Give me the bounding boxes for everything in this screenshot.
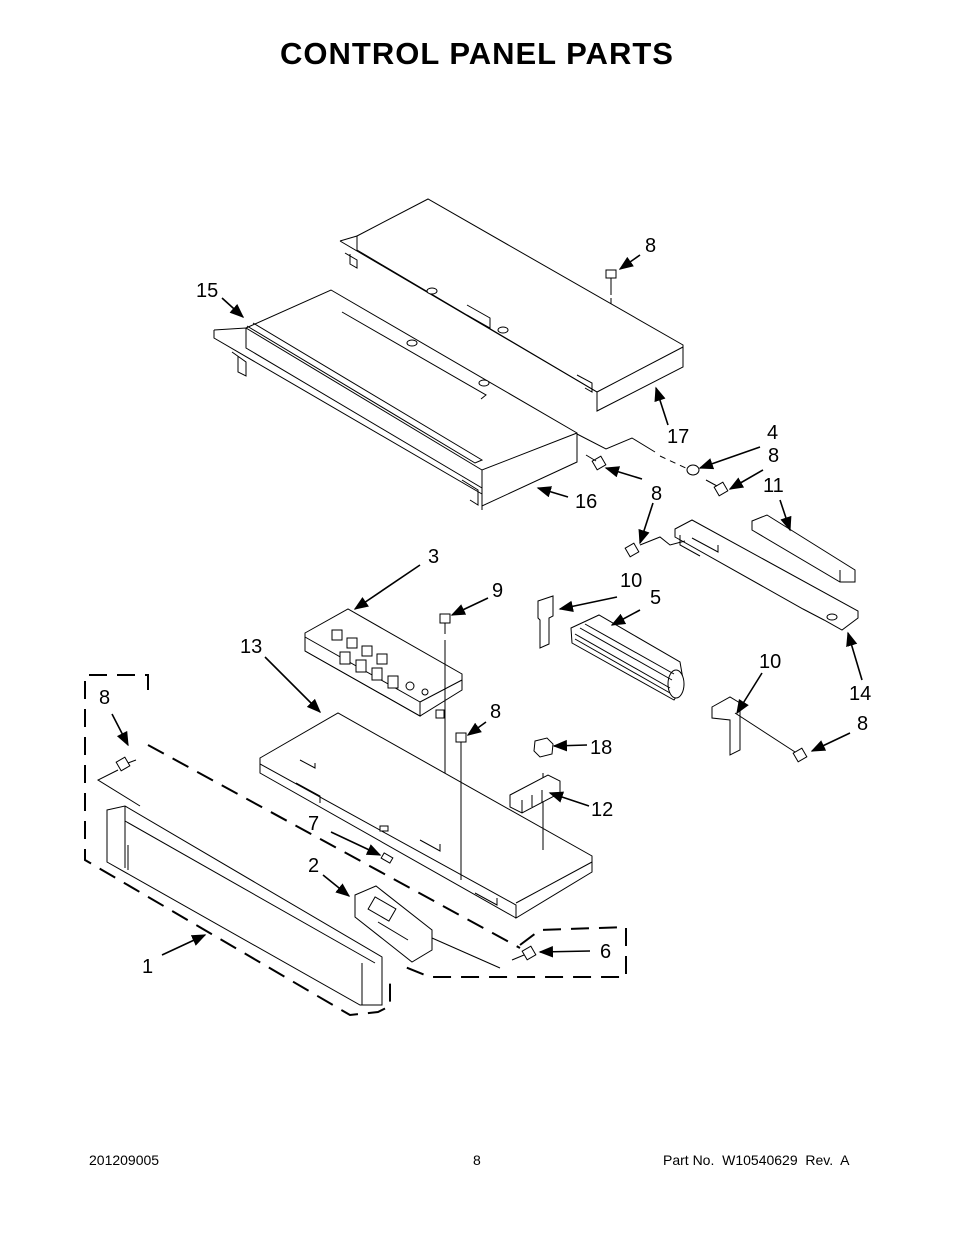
part-14-bracket xyxy=(674,519,859,631)
screw-8-lower-right xyxy=(734,712,808,763)
group-outline-right xyxy=(399,925,627,978)
callout-6: 6 xyxy=(600,941,611,963)
callout-14: 14 xyxy=(849,683,871,705)
callout-8-c: 8 xyxy=(651,483,662,505)
callout-10-b: 10 xyxy=(759,651,781,673)
part-17-top-cover xyxy=(339,198,684,412)
screw-8-top xyxy=(605,269,617,304)
callout-2: 2 xyxy=(308,855,319,877)
screw-8-washer xyxy=(705,479,729,497)
part-4-washer xyxy=(686,464,700,476)
callout-16: 16 xyxy=(575,491,597,513)
footer-page-number: 8 xyxy=(473,1152,481,1168)
part-1-console-trim xyxy=(106,805,383,1006)
callout-17: 17 xyxy=(667,426,689,448)
part-5-blower xyxy=(570,614,685,701)
callout-5: 5 xyxy=(650,587,661,609)
callout-18: 18 xyxy=(590,737,612,759)
callout-8-f: 8 xyxy=(857,713,868,735)
callout-9: 9 xyxy=(492,580,503,602)
footer-part-number: Part No. W10540629 Rev. A xyxy=(663,1152,850,1168)
callout-12: 12 xyxy=(591,799,613,821)
callout-11: 11 xyxy=(763,475,784,497)
ground-wire-left xyxy=(96,769,141,807)
part-18-nut xyxy=(533,737,554,758)
screw-6 xyxy=(511,945,537,961)
screw-8-frame xyxy=(455,732,467,752)
part-2-control-board xyxy=(354,885,501,969)
callout-13: 13 xyxy=(240,636,262,658)
part-10-bracket-lower xyxy=(711,696,741,756)
callout-7: 7 xyxy=(308,813,319,835)
callout-8-e: 8 xyxy=(490,701,501,723)
callout-10-a: 10 xyxy=(620,570,642,592)
part-11-strip xyxy=(751,514,856,583)
part-3-relay-board xyxy=(304,608,463,719)
page-title: CONTROL PANEL PARTS xyxy=(280,36,674,71)
callout-8-d: 8 xyxy=(99,687,110,709)
callout-3: 3 xyxy=(428,546,439,568)
screw-8-middle xyxy=(585,454,607,471)
screw-8-bracket xyxy=(624,536,686,558)
ground-wire-dash xyxy=(659,455,691,471)
group-outline-mid xyxy=(147,744,521,949)
callout-1: 1 xyxy=(142,956,153,978)
callout-8-b: 8 xyxy=(768,445,779,467)
part-10-bracket-upper xyxy=(537,595,554,649)
callout-4: 4 xyxy=(767,422,778,444)
screw-8-left xyxy=(115,756,137,772)
callout-15: 15 xyxy=(196,280,218,302)
ground-wire xyxy=(576,433,656,453)
part-13-control-frame xyxy=(259,712,593,919)
part-16-mounting-panel xyxy=(213,289,578,510)
part-7-clip xyxy=(380,852,394,864)
callout-8-a: 8 xyxy=(645,235,656,257)
footer-date-code: 201209005 xyxy=(89,1152,160,1168)
